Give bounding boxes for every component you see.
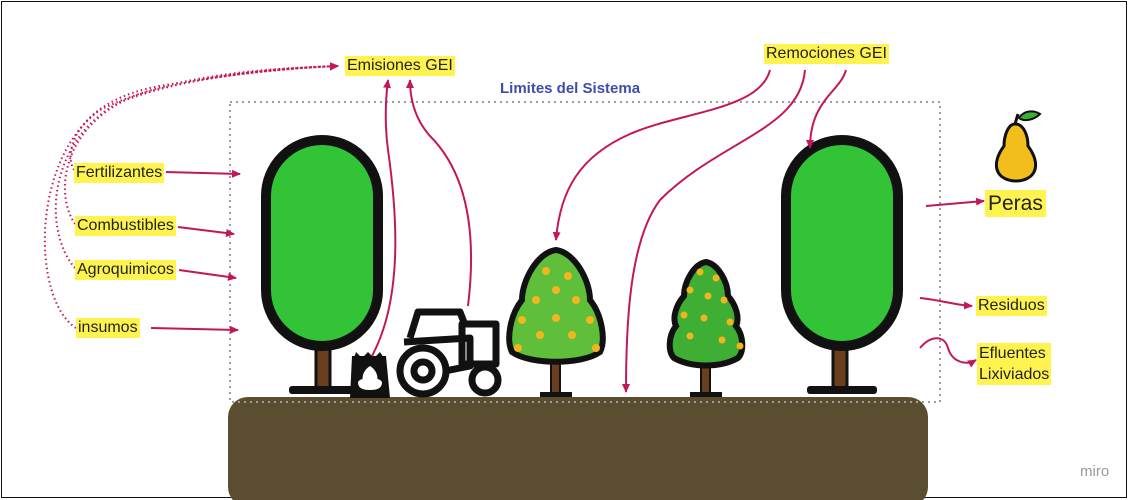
fertilizer-sack-icon xyxy=(350,352,390,398)
pear-icon xyxy=(994,110,1042,183)
soil-block xyxy=(228,397,928,500)
system-boundary xyxy=(229,101,941,403)
system-boundary-label: Limites del Sistema xyxy=(500,80,641,97)
output-label-efluentes: Efluentes xyxy=(979,345,1046,362)
input-arrows xyxy=(150,169,241,334)
left-tree xyxy=(261,135,383,394)
output-label-peras: Peras xyxy=(985,190,1046,217)
output-label-residuos: Residuos xyxy=(976,296,1047,316)
output-arrows xyxy=(919,197,985,368)
input-label-insumos: insumos xyxy=(76,318,140,338)
emissions-label: Emisiones GEI xyxy=(345,56,455,76)
removals-label: Remociones GEI xyxy=(764,44,889,64)
fruit-tree-large xyxy=(506,246,606,397)
input-label-fertilizantes: Fertilizantes xyxy=(74,163,165,183)
fruit-tree-small xyxy=(666,258,746,397)
emission-arrows xyxy=(371,79,473,357)
right-tree xyxy=(781,135,903,394)
output-label-lixiviados: Lixiviados xyxy=(979,366,1050,383)
output-label-effluents: Efluentes Lixiviados xyxy=(977,343,1052,385)
input-label-combustibles: Combustibles xyxy=(75,216,176,236)
miro-watermark: miro xyxy=(1080,463,1110,480)
removal-arrows xyxy=(552,69,847,393)
input-emission-links xyxy=(43,62,339,329)
tractor-icon xyxy=(396,308,502,398)
input-label-agroquimicos: Agroquimicos xyxy=(75,260,176,280)
